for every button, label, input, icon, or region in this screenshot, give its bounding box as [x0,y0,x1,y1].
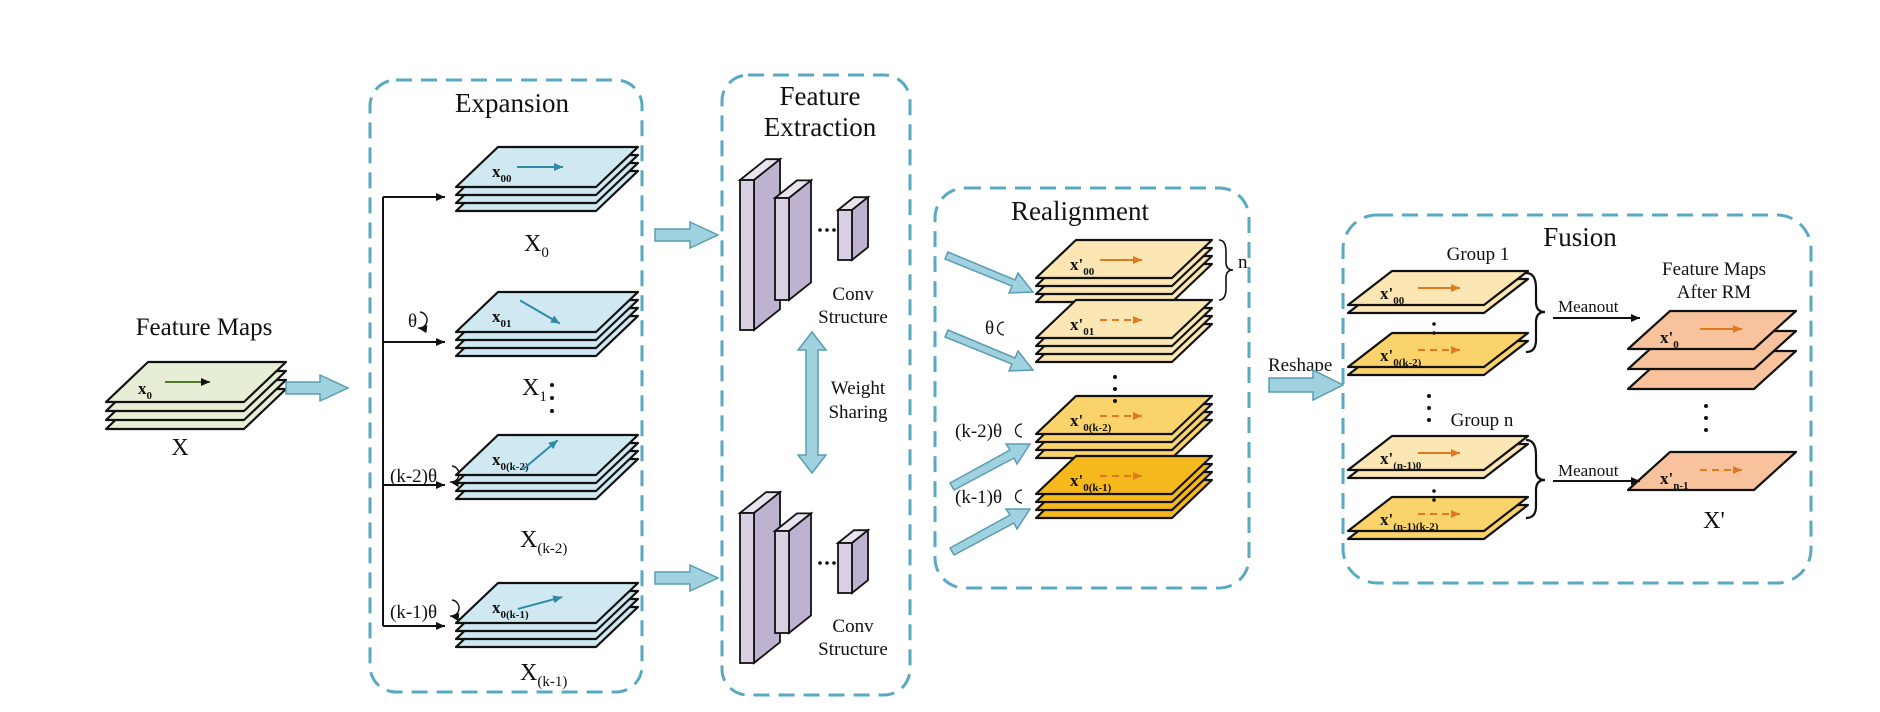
conv-dot [832,228,836,232]
output-map-label-1: x'n-1 [1660,469,1689,492]
input-caption: X [171,435,188,461]
out-title-1: Feature Maps [1662,259,1766,280]
conv-label-top-1: Conv [832,284,874,305]
expansion-stacks: x00 x01 x0(k-2) x0(k-1) [454,145,640,649]
block-arrow-exp-top [654,220,720,250]
expansion-captions: X0 X1 X(k-2) X(k-1) [520,231,567,690]
block-arrow-reshape [1268,368,1345,402]
fusion-map-label-3: x'(n-1)(k-2) [1380,510,1439,533]
groupn-label: Group n [1451,410,1514,431]
extraction-title-1: Feature [780,81,861,111]
expansion-angle-1: θ [408,311,417,332]
expansion-map-2-layer [454,433,640,477]
extraction-box [720,73,912,697]
expansion-direction-arrow-2 [521,439,559,471]
realign-map-label-0: x'00 [1070,255,1095,278]
conv-label-bottom-1: Conv [832,616,874,637]
conv-block-a-1-front [739,512,755,664]
meanout-label-1: Meanout [1558,297,1619,316]
expansion-map-1-layer [454,290,640,334]
conv-structures [737,157,871,665]
expansion-map-label-3: x0(k-1) [492,598,529,621]
realignment-stacks: x'00 x'01 x'0(k-2) x'0(k-1) [1034,238,1214,520]
exp-caption-0: X0 [524,231,549,261]
expansion-map-label-1: x01 [492,307,512,330]
conv-dot [818,228,822,232]
expansion-title: Expansion [455,88,569,118]
n-label: n [1238,252,1248,273]
conv-block-a-0-front [739,179,755,331]
realign-rotate-3 [1014,489,1023,504]
reshape-label: Reshape [1268,355,1332,376]
expansion-angle-2: (k-2)θ [390,466,437,487]
input-title: Feature Maps [136,314,273,341]
fusion-ellipsis [1427,322,1708,502]
realign-angle-2: (k-2)θ [955,421,1002,442]
realign-rotate-1 [996,321,1005,336]
realignment-title: Realignment [1011,196,1149,226]
expansion-map-label-0: x00 [492,162,512,185]
conv-block-b-1-front [774,530,790,634]
fusion-map-label-2: x'(n-1)0 [1380,449,1422,472]
realign-map-label-1: x'01 [1070,315,1094,338]
extraction-title-2: Extraction [764,112,877,142]
expansion-angle-3: (k-1)θ [390,602,437,623]
out-title-2: After RM [1677,282,1752,303]
fusion-title: Fusion [1543,222,1617,252]
block-arrow-input [285,373,350,403]
exp-caption-2: X(k-2) [520,527,567,557]
conv-block-b-1-side [788,511,812,635]
exp-caption-3: X(k-1) [520,660,567,690]
expansion-direction-arrow-1 [519,299,561,325]
expansion-direction-arrow-3 [517,595,563,610]
expansion-map-label-2: x0(k-2) [492,450,529,473]
realign-ellipsis [1113,375,1117,403]
realignment-box [933,186,1251,590]
group1-brace [1525,271,1546,354]
conv-block-b-0-front [774,197,790,301]
conv-dot [825,228,829,232]
fusion-map-label-1: x'0(k-2) [1380,346,1422,369]
realign-angle-3: (k-1)θ [955,487,1002,508]
block-arrow-exp-bottom [654,563,720,593]
weight-sharing-2: Sharing [828,402,888,423]
weight-sharing-1: Weight [831,378,886,399]
realign-arrows [944,251,1035,557]
input-map-label: x0 [138,379,153,402]
expansion-map-3-layer [454,581,640,625]
conv-block-c-0-front [837,209,853,261]
fusion-map-label-0: x'00 [1380,284,1405,307]
groupn-brace [1525,438,1546,520]
conv-label-top-2: Structure [818,307,888,328]
meanout-label-2: Meanout [1558,461,1619,480]
conv-block-b-0-side [788,178,812,302]
rotate-icon-3 [449,599,460,622]
realign-rotate-2 [1014,423,1023,438]
output-map-label-0: x'0 [1660,328,1679,351]
realign-map-label-2: x'0(k-2) [1070,411,1112,434]
n-brace [1218,239,1234,301]
fusion-box [1341,213,1813,585]
input-feature-maps: x0 [104,360,288,431]
realign-map-label-3: x'0(k-1) [1070,471,1112,494]
realign-angle-1: θ [985,318,994,339]
conv-block-c-1-front [837,542,853,594]
fusion-stacks: x'00 x'0(k-2) x'(n-1)0 x'(n-1)(k-2) x'0 x'n-1 [1346,269,1798,541]
group1-label: Group 1 [1447,244,1510,265]
fusion-map-1-layer [1346,331,1530,369]
exp-caption-1: X1 [522,375,547,405]
rotate-icon-1 [417,311,428,334]
conv-label-bottom-2: Structure [818,639,888,660]
expansion-ellipsis [550,383,554,413]
fusion-map-3-layer [1346,495,1530,533]
expansion-branches [382,193,445,630]
conv-dot [818,561,822,565]
expansion-box [368,78,644,694]
conv-dot [832,561,836,565]
fusion-caption: X' [1703,508,1725,534]
conv-dot [825,561,829,565]
weight-sharing-arrow [796,330,828,475]
